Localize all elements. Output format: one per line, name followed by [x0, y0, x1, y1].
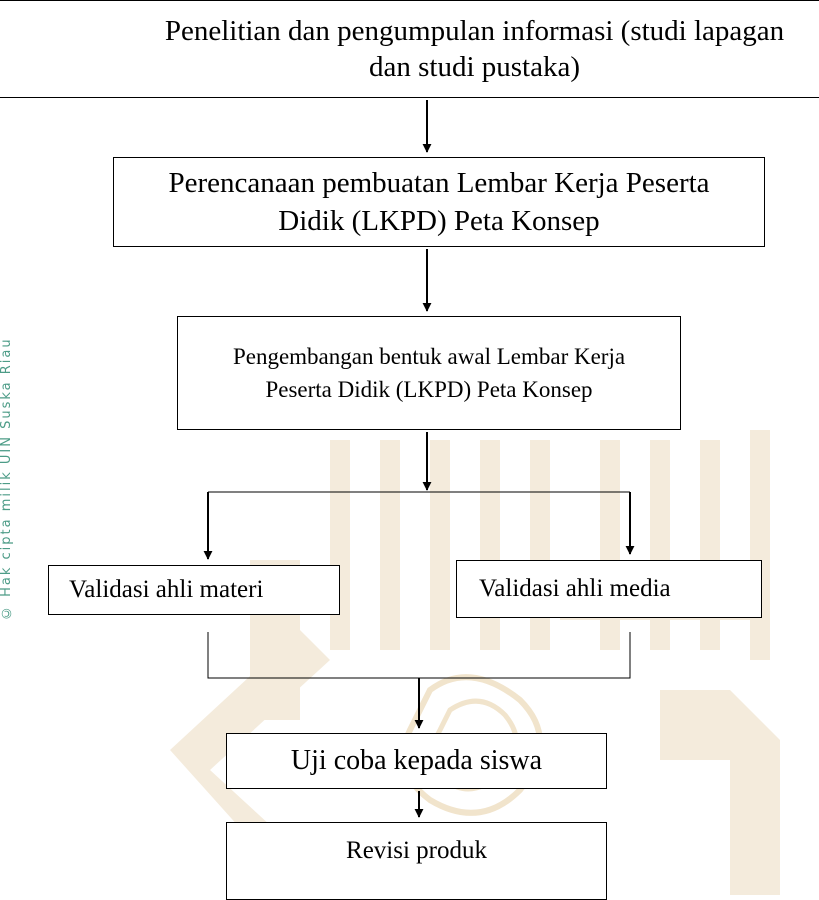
- step-material-validation-box: Validasi ahli materi: [48, 565, 340, 615]
- step-development-box: Pengembangan bentuk awal Lembar Kerja Pe…: [177, 316, 681, 430]
- step-research-text: Penelitian dan pengumpulan informasi (st…: [164, 15, 785, 83]
- step-planning-box: Perencanaan pembuatan Lembar Kerja Peser…: [113, 157, 765, 247]
- step-student-trial-text: Uji coba kepada siswa: [290, 745, 543, 776]
- step-student-trial-box: Uji coba kepada siswa: [226, 733, 607, 789]
- step-development-text: Pengembangan bentuk awal Lembar Kerja Pe…: [232, 344, 626, 402]
- step-media-validation-box: Validasi ahli media: [456, 560, 762, 618]
- step-media-validation-text: Validasi ahli media: [479, 575, 671, 602]
- step-research-box: Penelitian dan pengumpulan informasi (st…: [0, 0, 819, 98]
- step-planning-text: Perencanaan pembuatan Lembar Kerja Peser…: [168, 167, 710, 237]
- step-material-validation-text: Validasi ahli materi: [69, 576, 264, 603]
- step-revision-box: Revisi produk: [226, 822, 607, 900]
- step-revision-text: Revisi produk: [346, 837, 487, 864]
